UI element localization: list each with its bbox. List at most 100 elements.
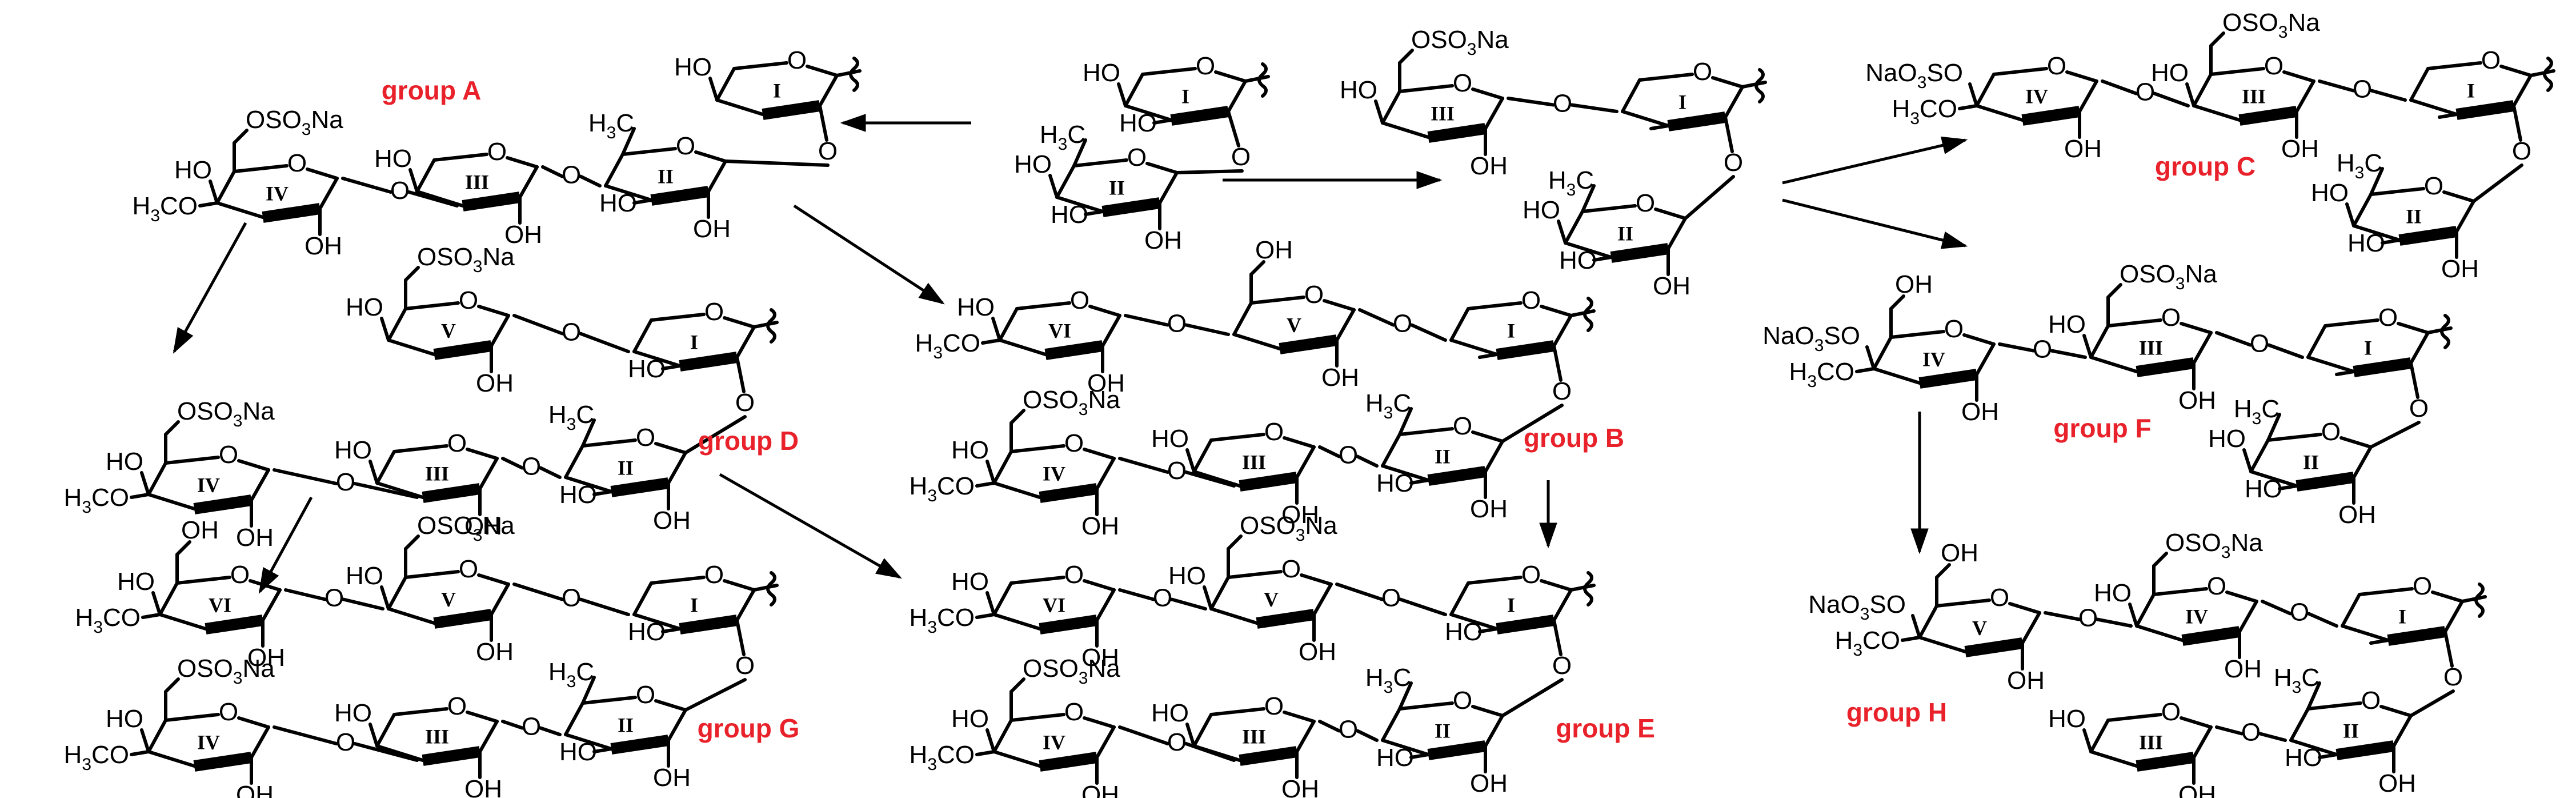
group-label-f: group F	[2053, 413, 2151, 443]
bond	[1964, 637, 2024, 657]
bond	[2238, 106, 2298, 126]
ring-numeral: IV	[197, 473, 220, 496]
bond	[1552, 314, 1573, 348]
bond	[2318, 753, 2338, 759]
bond	[1295, 445, 1316, 479]
methyl-label: H3C	[1040, 121, 1085, 154]
hydroxyl-label: HO	[2245, 475, 2282, 503]
glycosidic-linkage: O	[1507, 89, 1618, 117]
hydroxyl-label: OH	[2178, 386, 2216, 414]
hydroxyl-label: OH	[305, 232, 342, 260]
bond	[1232, 333, 1281, 350]
bond	[1055, 164, 1076, 199]
bond	[1449, 581, 1470, 616]
bond	[1083, 579, 1116, 592]
bond	[592, 490, 613, 496]
ring-oxygen: O	[704, 298, 724, 326]
bond	[621, 127, 636, 156]
bond	[1968, 82, 1978, 107]
reducing-end-squiggle	[2426, 314, 2453, 349]
hydroxyl-label: HO	[951, 436, 989, 464]
bond	[1381, 121, 1430, 139]
bond	[1581, 184, 1596, 213]
bond	[1124, 104, 1173, 122]
hydroxyl-label: HO	[674, 53, 712, 81]
bond	[1872, 336, 1893, 370]
bond	[506, 156, 539, 169]
methoxy-label: H3CO	[915, 329, 980, 363]
linkage-oxygen: O	[336, 728, 355, 756]
ring-numeral: II	[658, 165, 674, 187]
bond	[1209, 607, 1259, 625]
bond	[147, 493, 196, 510]
methyl-label: H3C	[2337, 149, 2382, 183]
linkage-oxygen: O	[2078, 604, 2098, 632]
hydroxyl-label: OH	[693, 215, 731, 243]
ring-numeral: I	[773, 79, 781, 102]
hydroxyl-label: OH	[1470, 152, 1508, 180]
hydroxyl-label: HO	[1376, 744, 1414, 772]
bond	[1958, 104, 1978, 110]
hydroxyl-label: OH	[247, 644, 285, 672]
linkage-oxygen: O	[2353, 75, 2372, 103]
bond	[1649, 124, 1670, 130]
bond	[1398, 427, 1454, 436]
bond	[2192, 331, 2213, 365]
bond	[2180, 716, 2213, 729]
linkage-oxygen: O	[390, 177, 410, 205]
glycosidic-linkage: O	[1358, 308, 1447, 342]
bond	[477, 573, 510, 586]
glycosidic-linkage: O	[1335, 582, 1447, 616]
bond	[654, 442, 687, 454]
linkage-oxygen: O	[1167, 728, 1187, 756]
bond	[341, 177, 392, 194]
bond	[2409, 361, 2419, 399]
bond	[2358, 587, 2414, 596]
glycosidic-linkage: O	[2101, 78, 2190, 107]
bond	[679, 615, 738, 635]
bond	[1666, 217, 1687, 250]
bond	[387, 307, 407, 342]
bond	[1381, 90, 1401, 125]
bond	[1918, 636, 1967, 653]
group-H-structure: OIOIVOHHOOSO3NaOVOHOHH3CONaO3SOOIIOHHOH3…	[1808, 529, 2487, 798]
bond	[650, 313, 706, 322]
hydroxyl-label: OH	[1087, 369, 1125, 397]
bond	[1889, 330, 1945, 339]
bond	[2136, 752, 2195, 772]
sugar-ring-I: OI	[2341, 572, 2487, 646]
sulfate-label: OSO3Na	[417, 512, 515, 545]
bond	[2369, 187, 2425, 196]
ring-numeral: I	[690, 593, 698, 616]
bond	[1552, 344, 1563, 382]
bond	[2267, 343, 2304, 359]
bond	[1088, 305, 1121, 317]
bond	[2295, 79, 2315, 113]
bond	[1398, 84, 1454, 93]
hydroxyl-label: HO	[106, 705, 143, 733]
hydroxyl-label: OH	[1255, 236, 1293, 264]
bond	[273, 725, 338, 745]
bond	[387, 338, 436, 356]
sulfate-label: OSO3Na	[1023, 386, 1120, 420]
ring-oxygen: O	[447, 692, 467, 720]
bond	[318, 177, 339, 210]
bond	[353, 742, 419, 762]
linkage-oxygen: O	[1552, 652, 1572, 680]
bond	[610, 735, 670, 755]
bond	[581, 418, 596, 448]
ring-oxygen: O	[2161, 304, 2181, 332]
linkage-oxygen: O	[2241, 718, 2261, 746]
bond	[433, 609, 492, 629]
bond	[632, 198, 653, 205]
bond	[2289, 707, 2310, 742]
hydroxyl-label: HO	[1523, 196, 1560, 224]
linkage-oxygen: O	[1381, 584, 1401, 612]
bond	[1935, 563, 1951, 579]
linkage-oxygen: O	[2512, 137, 2531, 165]
bond	[1427, 466, 1487, 486]
